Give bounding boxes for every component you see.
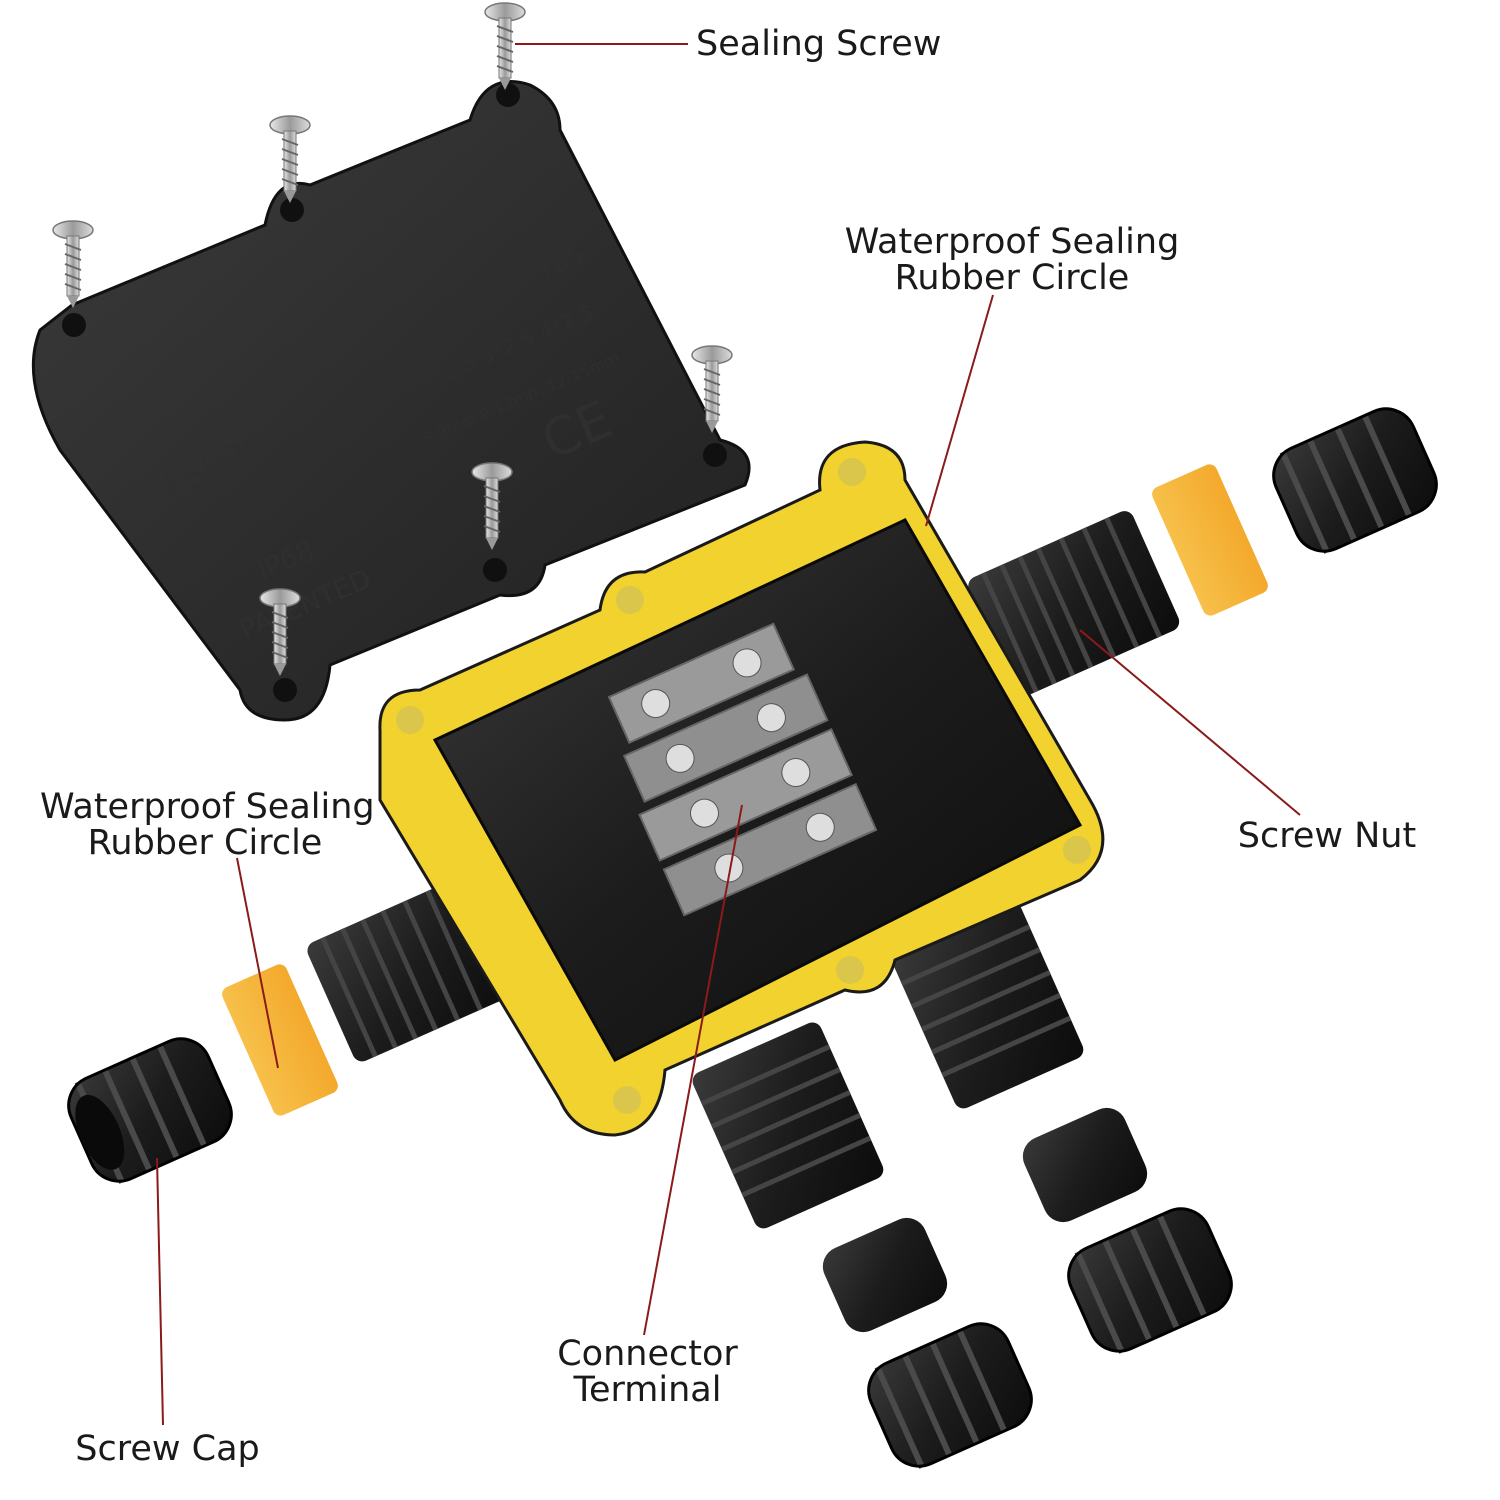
rubber-ring-left — [222, 964, 338, 1116]
label-screw-nut: Screw Nut — [1237, 816, 1417, 856]
loose-seal-2 — [822, 1217, 948, 1333]
loose-nut-1 — [1059, 1199, 1241, 1361]
leader-lines — [156, 43, 1301, 1426]
bottom-gland-right — [892, 902, 1084, 1109]
leader-waterproof-left — [236, 857, 279, 1069]
label-waterproof-sealing-left: Waterproof Sealing Rubber Circle — [40, 787, 375, 863]
label-connector-terminal: Connector Terminal — [557, 1334, 738, 1410]
label-sealing-screw: Sealing Screw — [696, 24, 942, 64]
screw-nut-right — [1264, 399, 1446, 561]
screw-icon — [52, 220, 94, 309]
screw-cap-left — [59, 1029, 241, 1191]
label-screw-cap: Screw Cap — [75, 1429, 260, 1469]
rubber-ring-right — [1152, 464, 1268, 616]
lid: 41A 450V/AV T85 3*1.5 3*2.5 4*2.5 5-9mm … — [31, 80, 751, 722]
leader-screw-cap — [156, 1157, 164, 1426]
bottom-gland-left — [692, 1022, 884, 1229]
leader-screw-nut — [1079, 629, 1301, 816]
screw-icon — [484, 2, 526, 91]
leader-waterproof-top — [925, 294, 994, 527]
right-gland — [968, 511, 1180, 697]
connector-terminal-block — [607, 622, 878, 917]
label-waterproof-sealing-top: Waterproof Sealing Rubber Circle — [844, 222, 1180, 298]
loose-nut-2 — [859, 1314, 1041, 1476]
loose-seal-1 — [1022, 1107, 1148, 1223]
leader-connector-terminal — [643, 804, 743, 1336]
